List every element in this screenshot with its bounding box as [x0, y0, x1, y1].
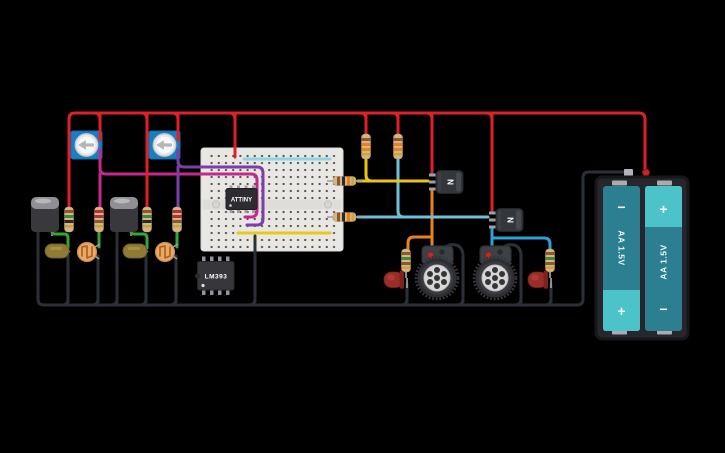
gearmotor-left[interactable] — [414, 244, 460, 301]
battery-pack[interactable]: − + AA 1.5V + − AA 1.5V — [594, 168, 690, 341]
transistor-right-label: N — [506, 217, 515, 223]
lm393-label: LM393 — [205, 274, 228, 281]
lm393-pins — [202, 256, 230, 295]
phototransistor-left[interactable] — [44, 243, 70, 259]
capacitor-right[interactable] — [110, 197, 138, 232]
resistor-divider-2[interactable] — [94, 206, 104, 233]
ground-wires[interactable] — [36, 170, 631, 307]
battery-cell-left[interactable]: − + AA 1.5V — [603, 186, 640, 331]
breadboard-mount-hole — [323, 200, 333, 209]
resistor-divider-4[interactable] — [172, 206, 182, 233]
battery-cell-right[interactable]: + − AA 1.5V — [645, 186, 682, 331]
transistor-left-label: N — [446, 179, 455, 185]
potentiometer-right[interactable] — [148, 130, 181, 160]
resistor-led-right[interactable] — [545, 248, 555, 273]
phototransistor-right[interactable] — [122, 243, 148, 259]
resistor-divider-1[interactable] — [64, 206, 74, 233]
power-junction-arcs — [92, 111, 494, 121]
attiny-chip[interactable]: ATTINY — [225, 185, 258, 214]
transistor-left[interactable]: N — [428, 170, 464, 194]
purple-wires[interactable] — [176, 148, 265, 227]
attiny-pin1-dot — [229, 204, 232, 207]
ground-junction-arcs — [60, 297, 553, 307]
yellow-wires[interactable] — [236, 155, 430, 235]
lm393-chip[interactable]: LM393 — [194, 256, 235, 296]
ground-bus-wire — [36, 170, 631, 307]
green-sensor-wires[interactable] — [50, 227, 179, 250]
resistor-led-left[interactable] — [401, 248, 411, 273]
lm393-notch — [194, 273, 201, 279]
cyan-wires[interactable] — [242, 155, 490, 219]
power-wires[interactable] — [67, 111, 647, 214]
breadboard-mount-hole — [211, 200, 221, 209]
yellow-signal-wire — [356, 155, 430, 183]
battery-right-bottom-sign: − — [659, 301, 667, 317]
breadboard-holes — [208, 152, 338, 250]
resistor-pullup-right[interactable] — [393, 133, 403, 160]
attiny-pins — [229, 185, 255, 213]
power-drop-wires — [98, 113, 494, 214]
resistor-divider-3[interactable] — [142, 206, 152, 233]
power-bus-wire — [67, 111, 647, 211]
led-left[interactable] — [383, 269, 408, 290]
ground-drop-wires — [66, 228, 553, 304]
capacitor-left[interactable] — [31, 197, 59, 232]
battery-negative-terminal — [624, 169, 633, 176]
battery-left-top-sign: − — [617, 199, 625, 215]
battery-left-bottom-sign: + — [617, 303, 625, 319]
transistor-right[interactable]: N — [488, 208, 524, 232]
battery-right-label: AA 1.5V — [659, 244, 669, 279]
magenta-wires[interactable] — [98, 148, 259, 219]
breadboard-center-channel — [203, 199, 341, 210]
cyan-signal-wire — [356, 155, 490, 219]
resistor-pullup-left[interactable] — [361, 133, 371, 160]
led-right[interactable] — [527, 269, 552, 290]
battery-positive-terminal — [642, 168, 650, 177]
breadboard[interactable] — [200, 147, 344, 252]
attiny-label: ATTINY — [231, 198, 252, 204]
gearmotor-right[interactable] — [472, 244, 518, 301]
battery-right-top-sign: + — [659, 201, 667, 217]
lm393-pin1-dot — [201, 283, 205, 288]
potentiometer-left[interactable] — [70, 130, 103, 160]
battery-left-label: AA 1.5V — [617, 230, 627, 265]
orange-wires[interactable] — [406, 189, 434, 256]
